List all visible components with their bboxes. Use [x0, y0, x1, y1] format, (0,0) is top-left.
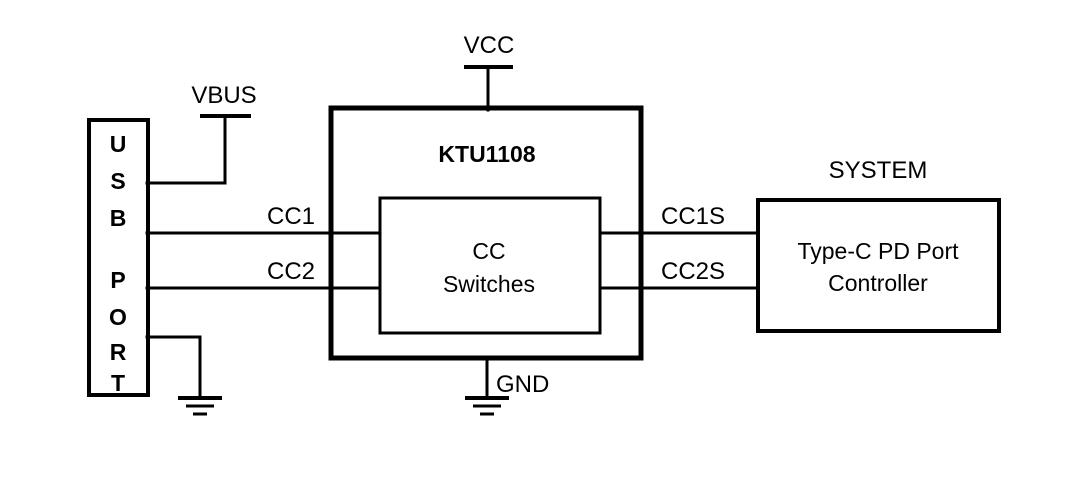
system-heading-label: SYSTEM	[829, 157, 928, 184]
cc1-label: CC1	[267, 203, 315, 230]
usb-letter-t: T	[111, 370, 125, 396]
cc2-label: CC2	[267, 258, 315, 285]
usb-letter-o: O	[109, 304, 127, 330]
cc2s-label: CC2S	[661, 258, 725, 285]
system-box-label-line1: Type-C PD Port	[797, 238, 959, 264]
usb-letter-r: R	[110, 339, 127, 365]
cc-switches-label-line2: Switches	[443, 271, 535, 297]
usb-letter-b: B	[110, 205, 127, 231]
ktu1108-label: KTU1108	[438, 141, 535, 167]
vbus-label: VBUS	[191, 82, 256, 109]
usb-letter-p: P	[110, 267, 125, 293]
system-box-label-line2: Controller	[828, 270, 928, 296]
gnd-label: GND	[496, 371, 549, 398]
usb-letter-s: S	[110, 168, 125, 194]
cc-switches-label-line1: CC	[472, 238, 505, 264]
system-controller-box	[756, 198, 1001, 333]
cc-switches-inner-box	[378, 196, 602, 335]
usb-port-block	[87, 118, 150, 397]
cc1s-label: CC1S	[661, 203, 725, 230]
usb-letter-u: U	[110, 131, 127, 157]
vcc-label: VCC	[464, 32, 515, 59]
